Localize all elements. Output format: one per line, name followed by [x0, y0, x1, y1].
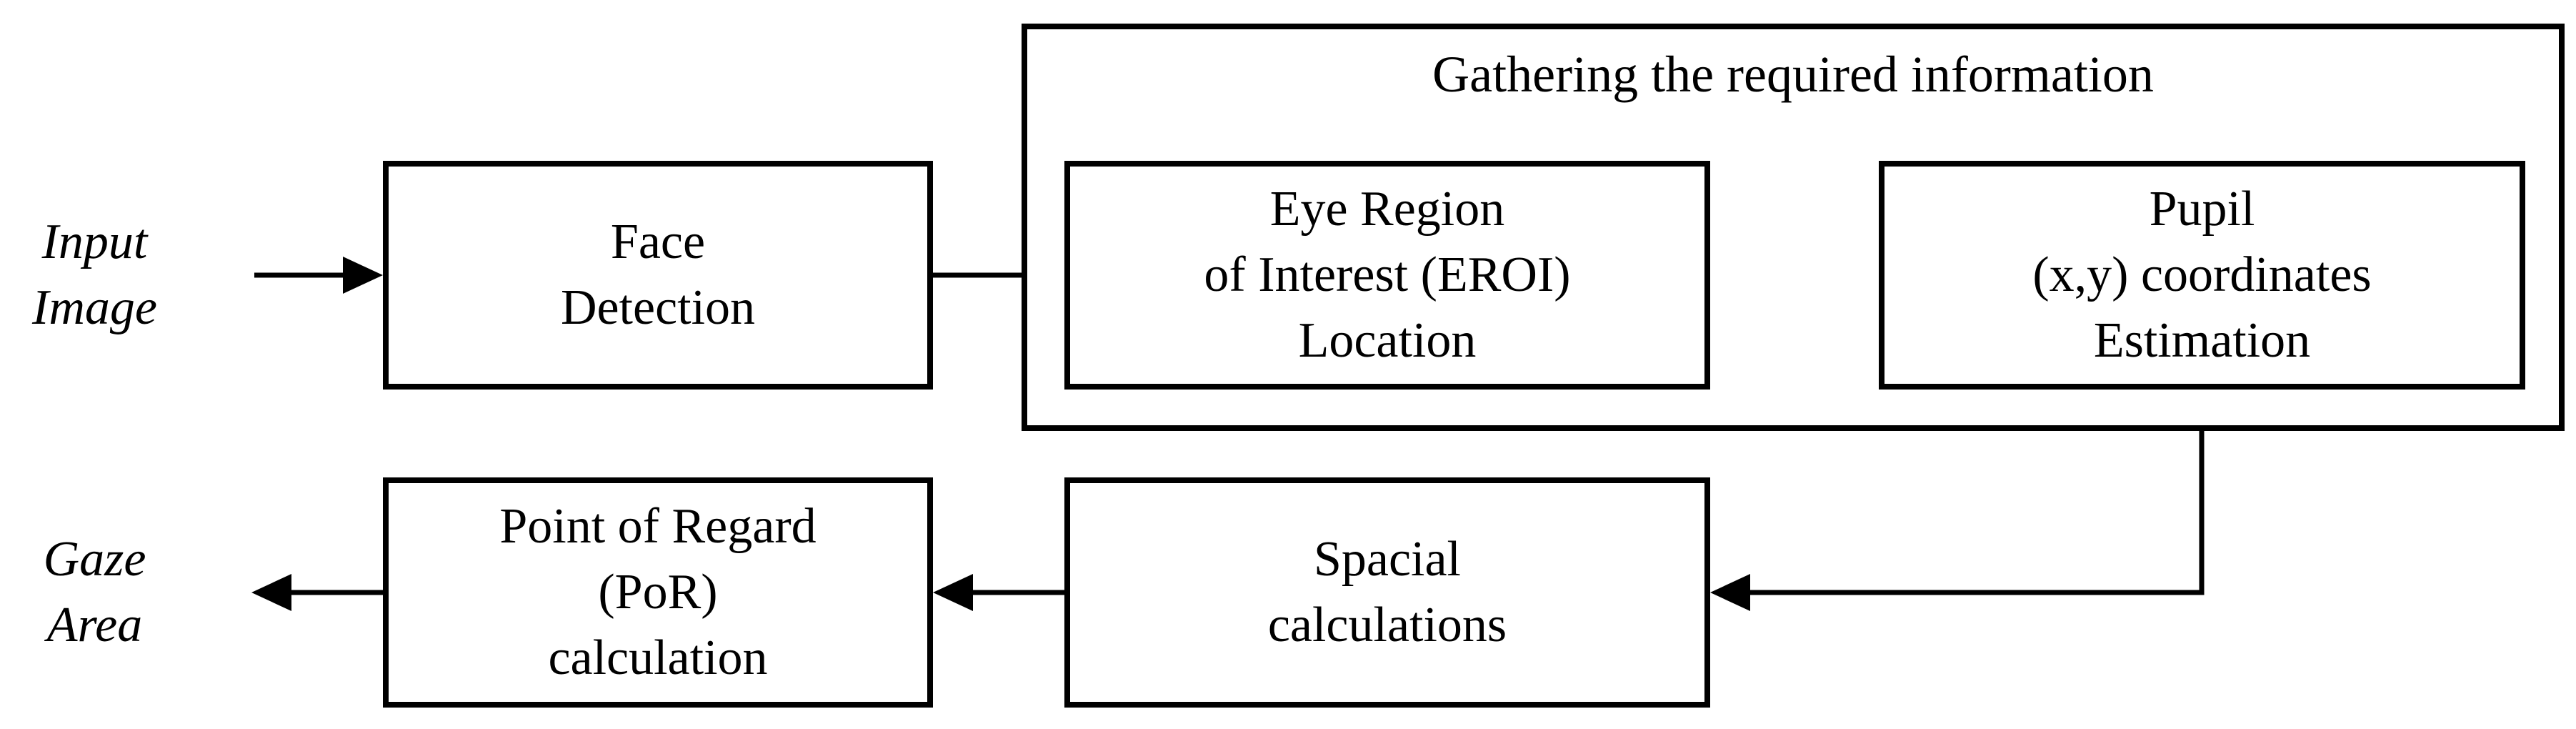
- left-arrowhead-icon: [251, 574, 291, 611]
- face-detection-label: Face Detection: [560, 214, 756, 335]
- right-arrowhead-icon: [343, 257, 383, 294]
- left-arrowhead-icon: [933, 574, 973, 611]
- gathering-group-title: Gathering the required information: [1432, 46, 2154, 103]
- pupil-coordinates-label: Pupil (x,y) coordinates Estimation: [2032, 182, 2372, 368]
- left-arrowhead-icon: [1710, 574, 1750, 611]
- pupil-to-spacial-connector: [1710, 390, 2205, 611]
- spacial-calculations-label: Spacial calculations: [1267, 532, 1507, 653]
- pupil-coordinates-box: Pupil (x,y) coordinates Estimation: [1879, 161, 2525, 390]
- por-calculation-box: Point of Regard (PoR) calculation: [383, 477, 933, 708]
- por-to-gaze-arrow: [251, 574, 383, 611]
- eroi-location-label: Eye Region of Interest (EROI) Location: [1204, 182, 1571, 368]
- input-to-face-arrow: [254, 257, 383, 294]
- connector-path: [1749, 390, 2205, 595]
- spacial-to-por-arrow: [933, 574, 1064, 611]
- eroi-location-box: Eye Region of Interest (EROI) Location: [1064, 161, 1710, 390]
- face-detection-box: Face Detection: [383, 161, 933, 390]
- input-image-label: Input Image: [32, 214, 157, 335]
- gaze-area-label: Gaze Area: [43, 532, 146, 653]
- spacial-calculations-box: Spacial calculations: [1064, 477, 1710, 708]
- por-calculation-label: Point of Regard (PoR) calculation: [499, 499, 817, 685]
